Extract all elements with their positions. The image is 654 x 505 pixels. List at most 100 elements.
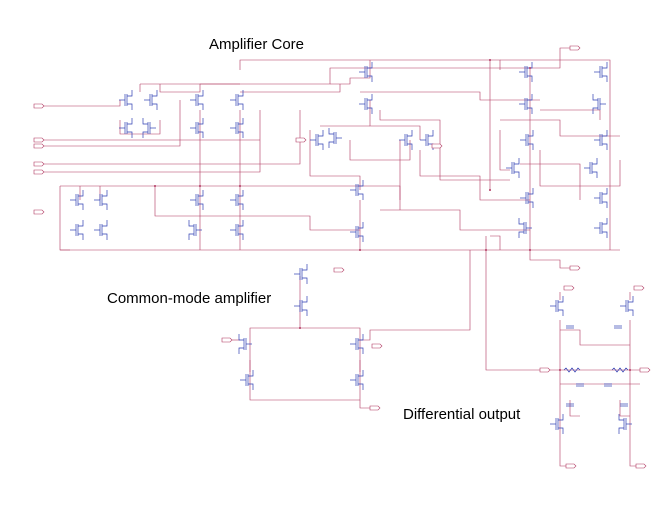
transistor-symbol (594, 130, 608, 150)
transistor-symbol (294, 264, 308, 284)
port-pin (563, 285, 575, 291)
transistor-symbol (310, 130, 324, 150)
capacitor-symbol (576, 383, 584, 387)
port-pin (635, 463, 647, 469)
transistor-symbol (618, 414, 632, 434)
wire (500, 119, 620, 137)
port-pin (371, 343, 383, 349)
transistor-symbol (144, 90, 158, 110)
port-pin (369, 405, 381, 411)
transistor-symbol (230, 90, 244, 110)
wire (559, 460, 566, 467)
wire (36, 110, 261, 173)
wire (36, 100, 121, 107)
junction-dot (629, 369, 631, 371)
junction-dot (529, 249, 531, 251)
transistor-symbol (592, 94, 606, 114)
transistor-symbol (142, 118, 156, 138)
capacitor-symbol (566, 325, 574, 329)
port-pin (33, 137, 45, 143)
common-mode-amplifier-label: Common-mode amplifier (107, 290, 272, 307)
transistor-symbol (119, 118, 133, 138)
transistor-symbol (119, 90, 133, 110)
transistor-symbol (594, 62, 608, 82)
transistor-symbol (70, 190, 84, 210)
differential-output-label: Differential output (403, 406, 521, 423)
junction-dot (529, 67, 531, 69)
wire (119, 120, 161, 135)
wire (330, 60, 371, 85)
amplifier-core-label: Amplifier Core (209, 36, 305, 53)
transistor-symbol (190, 118, 204, 138)
transistor-symbol (350, 180, 364, 200)
transistor-symbol (350, 222, 364, 242)
wire (485, 236, 540, 371)
transistor-symbol (594, 218, 608, 238)
wire (349, 140, 411, 161)
transistor-symbol (550, 296, 564, 316)
port-pin (639, 367, 651, 373)
capacitor-symbol (620, 403, 628, 407)
resistor-symbol (563, 367, 581, 373)
port-pin (539, 367, 551, 373)
wire (540, 109, 601, 120)
wire (360, 250, 471, 341)
transistor-symbol (584, 158, 598, 178)
wire (419, 150, 530, 201)
wire (379, 110, 510, 181)
wire (490, 235, 501, 250)
transistor-symbol (399, 130, 413, 150)
junction-dot (559, 369, 561, 371)
port-pin (221, 337, 233, 343)
wire (249, 312, 361, 401)
port-pin (295, 137, 307, 143)
port-pin (565, 463, 577, 469)
transistors (70, 62, 634, 434)
port-pin (569, 265, 581, 271)
capacitor-symbol (614, 325, 622, 329)
transistor-symbol (520, 130, 534, 150)
junction-dot (154, 185, 156, 187)
transistor-symbol (506, 158, 520, 178)
wire (154, 186, 360, 231)
wire (619, 400, 630, 417)
junction-dot (299, 327, 301, 329)
port-pin (333, 267, 345, 273)
wire (309, 130, 361, 190)
port-pin (633, 285, 645, 291)
transistor-symbol (359, 94, 373, 114)
junction-dot (239, 185, 241, 187)
wire (59, 186, 70, 251)
transistor-symbol (350, 370, 364, 390)
port-pin (33, 169, 45, 175)
wire (369, 100, 421, 140)
transistor-symbol (420, 130, 434, 150)
transistor-symbol (294, 296, 308, 316)
wire (360, 91, 540, 101)
junction-dot (199, 185, 201, 187)
resistor-symbol (611, 367, 629, 373)
transistor-symbol (190, 190, 204, 210)
transistor-symbol (240, 370, 254, 390)
wire (359, 400, 370, 409)
wire (60, 185, 401, 200)
junction-dot (359, 249, 361, 251)
wire (499, 130, 510, 171)
transistor-symbol (188, 220, 202, 240)
transistor-symbol (359, 62, 373, 82)
port-pin (33, 209, 45, 215)
transistor-symbol (350, 334, 364, 354)
wire (140, 47, 570, 85)
transistor-symbol (190, 90, 204, 110)
transistor-symbol (238, 334, 252, 354)
wire (500, 59, 611, 250)
transistor-symbol (519, 62, 533, 82)
wire (36, 110, 301, 165)
wire (560, 329, 630, 346)
port-pin (33, 161, 45, 167)
transistor-symbol (328, 128, 342, 148)
capacitor-symbol (566, 403, 574, 407)
wire (159, 83, 240, 93)
transistor-symbol (594, 188, 608, 208)
